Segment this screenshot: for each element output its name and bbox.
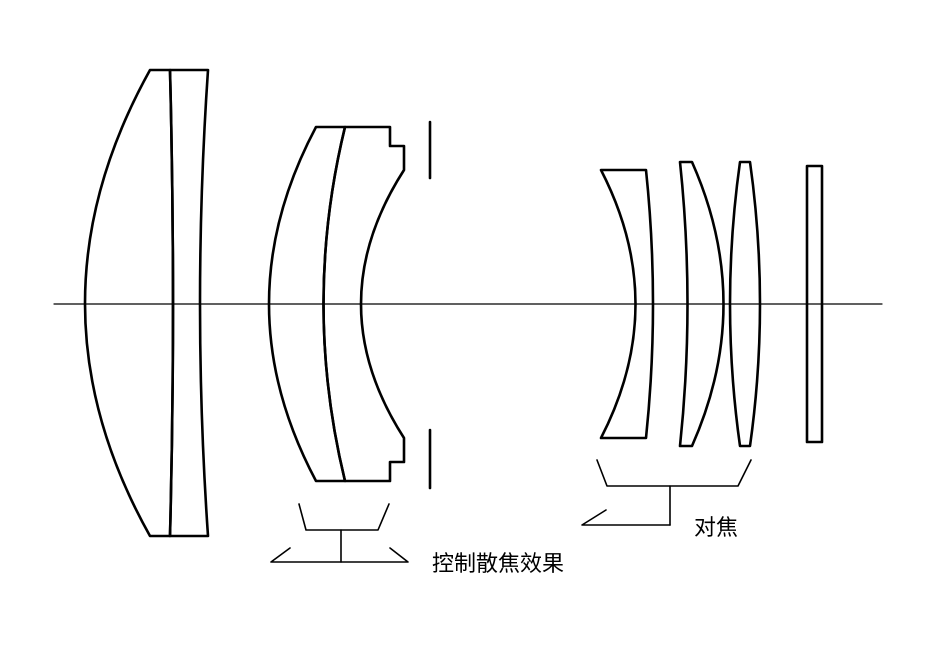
rear-flat-plate bbox=[805, 164, 824, 444]
focus-bracket-lower bbox=[581, 509, 671, 526]
focus-bracket bbox=[581, 459, 752, 526]
defocus-bracket-lower bbox=[270, 547, 409, 563]
focus-lens-element-3 bbox=[728, 160, 762, 448]
focusing-label: 对焦 bbox=[694, 516, 739, 541]
front-lens-element-1 bbox=[83, 68, 175, 538]
front-lens-element-2 bbox=[168, 68, 210, 538]
defocus-control-label: 控制散焦效果 bbox=[432, 552, 565, 577]
defocus-lens-element-2 bbox=[322, 125, 406, 483]
focusing-group bbox=[599, 160, 762, 448]
defocus-bracket bbox=[270, 503, 409, 563]
defocus-control-doublet bbox=[267, 125, 406, 483]
focus-lens-element-1 bbox=[599, 168, 655, 440]
front-doublet bbox=[83, 68, 210, 538]
defocus-bracket-upper bbox=[298, 503, 390, 531]
focus-lens-element-2 bbox=[678, 160, 725, 448]
focus-bracket-upper bbox=[596, 459, 752, 487]
